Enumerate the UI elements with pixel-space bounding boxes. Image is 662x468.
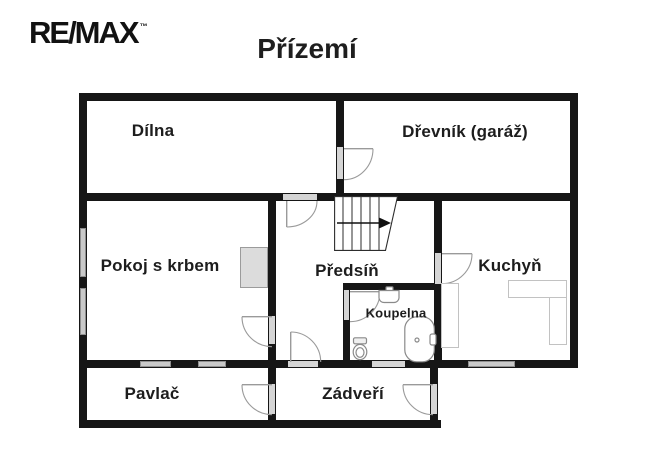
- door-opening: [435, 253, 441, 284]
- door-opening: [431, 384, 437, 414]
- trademark-symbol: ™: [139, 22, 148, 31]
- room-label-zadveri: Zádveří: [322, 384, 384, 403]
- outer-wall-bottom: [79, 420, 441, 428]
- fireplace-icon: [240, 247, 268, 288]
- wall-koupelna-left: [343, 283, 350, 368]
- window-icon: [140, 361, 171, 367]
- remax-logo-text: RE/MAX: [29, 15, 140, 50]
- door-opening: [269, 384, 275, 414]
- door-swing-icon: [441, 252, 473, 285]
- room-label-dilna: Dílna: [131, 121, 175, 140]
- door-opening: [288, 361, 318, 367]
- kitchen-counter-icon: [549, 297, 567, 345]
- window-icon: [80, 288, 86, 335]
- room-label-drevnik: Dřevník (garáž): [402, 122, 528, 141]
- door-opening: [269, 316, 275, 344]
- staircase-icon: [334, 196, 399, 251]
- room-label-predsin: Předsíň: [315, 261, 379, 280]
- door-swing-icon: [241, 315, 273, 348]
- window-icon: [198, 361, 226, 367]
- door-swing-icon: [343, 147, 374, 181]
- room-label-koupelna: Koupelna: [365, 305, 427, 321]
- wall-upper-horizontal: [79, 193, 578, 201]
- door-opening: [337, 147, 343, 179]
- door-swing-icon: [241, 383, 273, 416]
- bathtub-icon: [404, 316, 437, 363]
- room-label-pokoj: Pokoj s krbem: [100, 256, 220, 275]
- door-opening: [344, 290, 349, 320]
- door-opening: [283, 194, 317, 200]
- door-swing-icon: [402, 383, 434, 416]
- wall-pokoj-predsin: [268, 193, 276, 428]
- room-label-pavlac: Pavlač: [124, 384, 180, 403]
- window-icon: [80, 228, 86, 277]
- stairs-direction-arrow-icon: [379, 217, 391, 229]
- outer-wall-top: [79, 93, 578, 101]
- door-swing-icon: [289, 331, 322, 363]
- sink-icon: [378, 286, 400, 304]
- door-swing-icon: [285, 200, 318, 228]
- door-opening: [372, 361, 405, 367]
- toilet-icon: [352, 337, 368, 361]
- kitchen-counter-icon: [508, 280, 567, 298]
- room-label-kuchyn: Kuchyň: [478, 256, 542, 275]
- page-title: Přízemí: [257, 33, 357, 64]
- outer-wall-right: [570, 93, 578, 368]
- wall-lower-horizontal: [79, 360, 578, 368]
- kitchen-counter-icon: [441, 283, 459, 348]
- window-icon: [468, 361, 515, 367]
